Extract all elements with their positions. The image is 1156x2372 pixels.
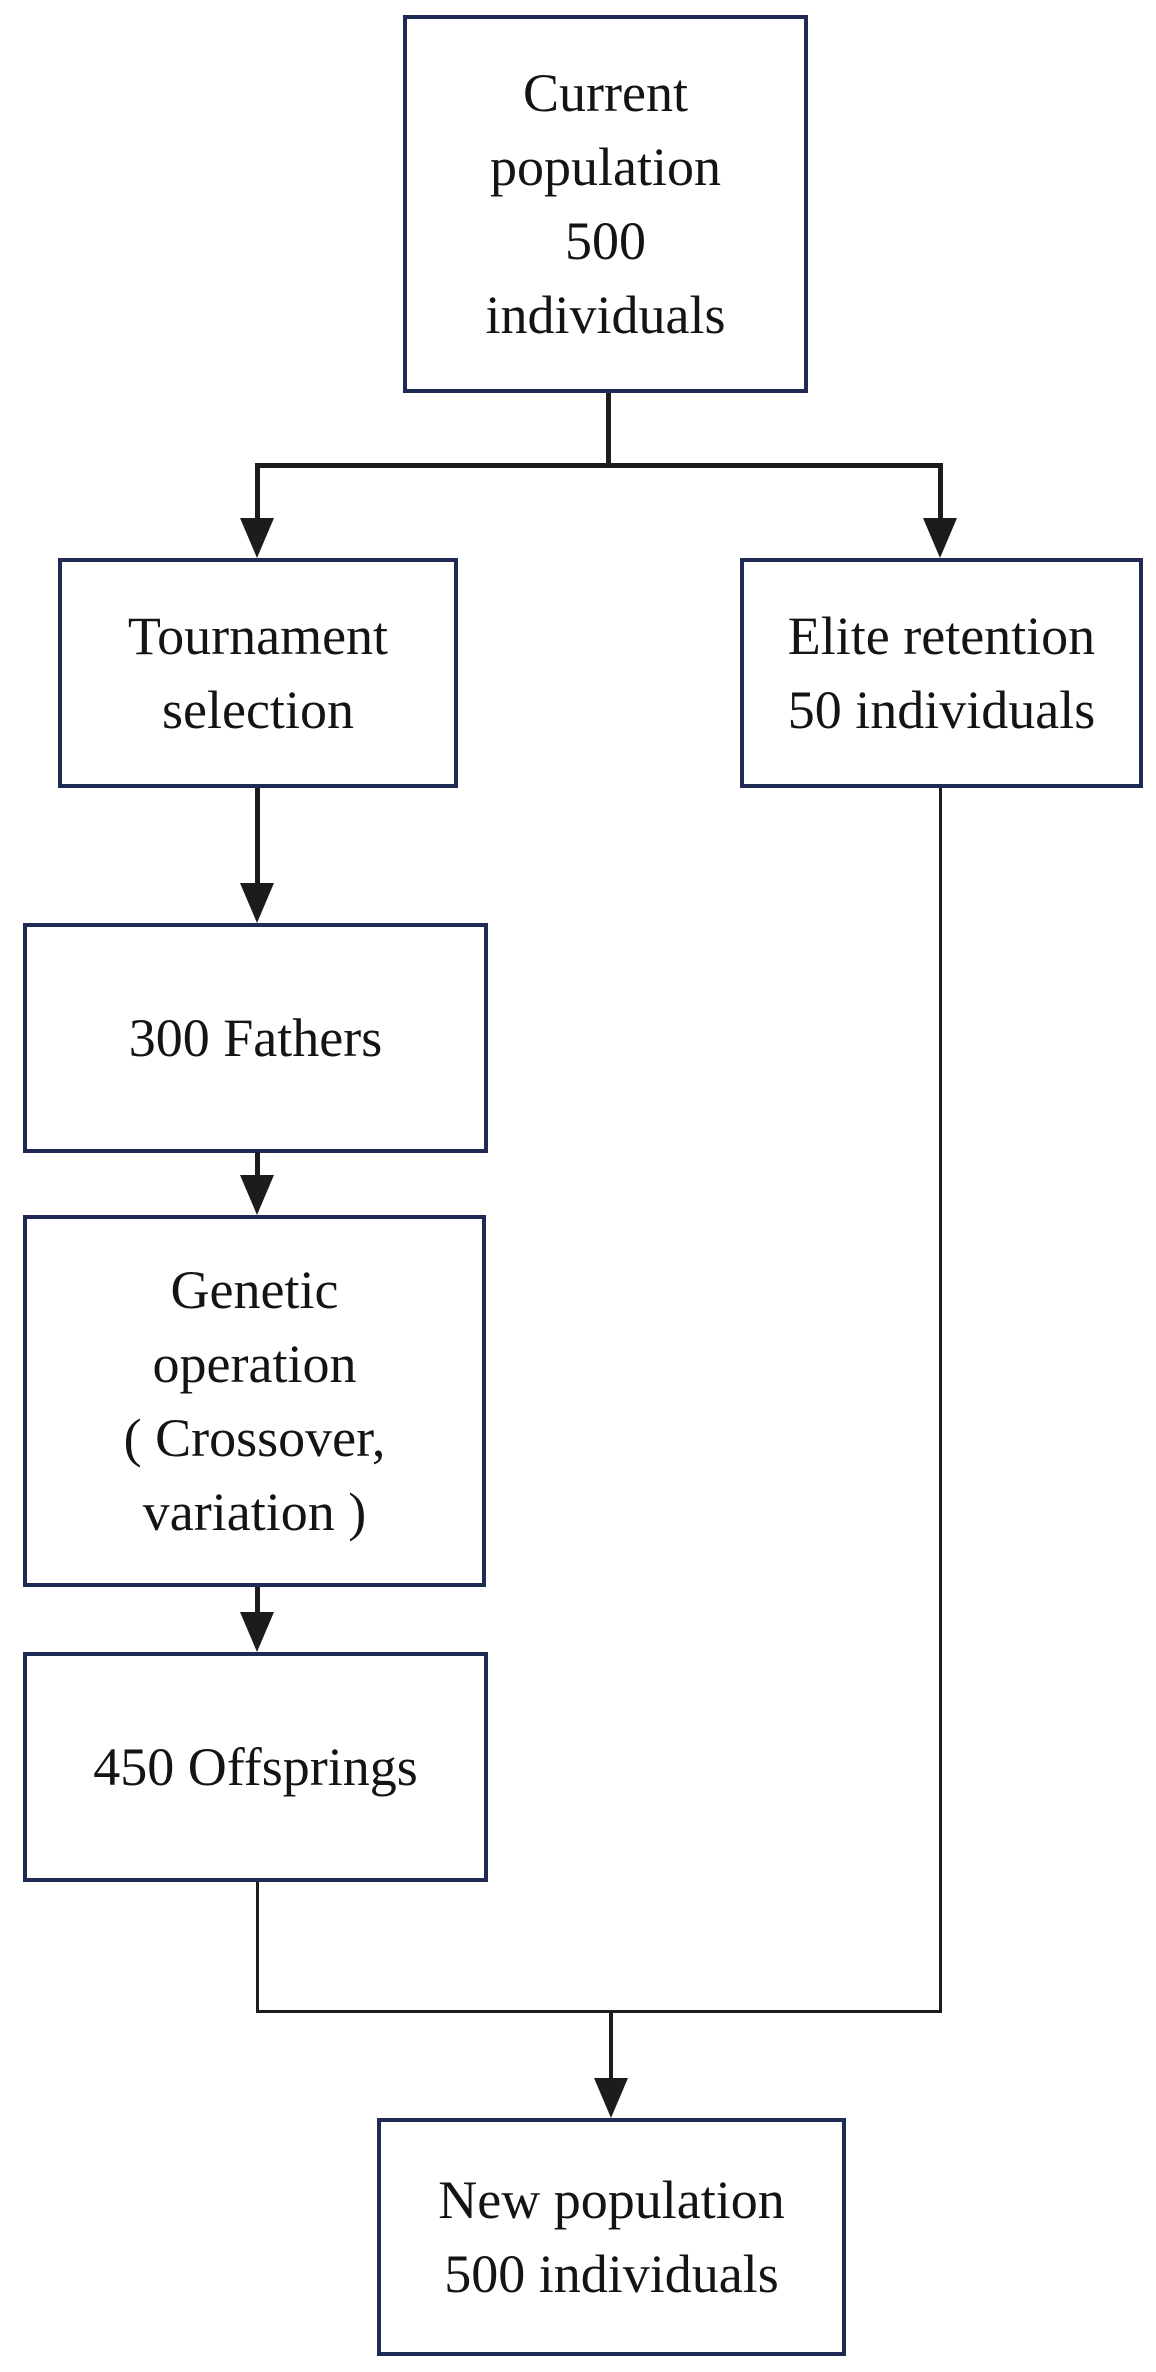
- arrowhead-offsprings-icon: [240, 1612, 274, 1652]
- node-450-offsprings: 450 Offsprings: [23, 1652, 488, 1882]
- edge-current-population-stem: [606, 393, 611, 465]
- edge-elite-down: [939, 788, 942, 2013]
- arrowhead-new-population-icon: [594, 2078, 628, 2118]
- node-current-population-label: Current population 500 individuals: [485, 63, 726, 345]
- node-genetic-operation: Genetic operation ( Crossover, variation…: [23, 1215, 486, 1587]
- node-300-fathers-label: 300 Fathers: [128, 1008, 383, 1068]
- edge-offsprings-down: [256, 1882, 259, 2013]
- node-elite-retention: Elite retention 50 individuals: [740, 558, 1143, 788]
- edge-tournament-fathers: [255, 788, 260, 885]
- node-current-population: Current population 500 individuals: [403, 15, 808, 393]
- arrowhead-genetic-icon: [240, 1175, 274, 1215]
- arrowhead-fathers-icon: [240, 883, 274, 923]
- node-elite-retention-label: Elite retention 50 individuals: [787, 606, 1096, 740]
- edge-merge-horizontal: [256, 2010, 942, 2013]
- arrowhead-elite-icon: [923, 518, 957, 558]
- node-new-population: New population 500 individuals: [377, 2118, 846, 2356]
- node-genetic-operation-label: Genetic operation ( Crossover, variation…: [123, 1260, 386, 1542]
- node-tournament-selection: Tournament selection: [58, 558, 458, 788]
- node-new-population-label: New population 500 individuals: [438, 2170, 785, 2304]
- edge-drop-tournament: [255, 463, 260, 520]
- edge-genetic-offsprings: [255, 1587, 260, 1616]
- arrowhead-tournament-icon: [240, 518, 274, 558]
- node-300-fathers: 300 Fathers: [23, 923, 488, 1153]
- node-450-offsprings-label: 450 Offsprings: [93, 1737, 418, 1797]
- edge-fathers-genetic: [255, 1152, 260, 1179]
- edge-final-drop: [609, 2010, 613, 2080]
- edge-drop-elite: [938, 463, 943, 520]
- node-tournament-selection-label: Tournament selection: [127, 606, 389, 740]
- edge-branch-horizontal: [255, 463, 943, 468]
